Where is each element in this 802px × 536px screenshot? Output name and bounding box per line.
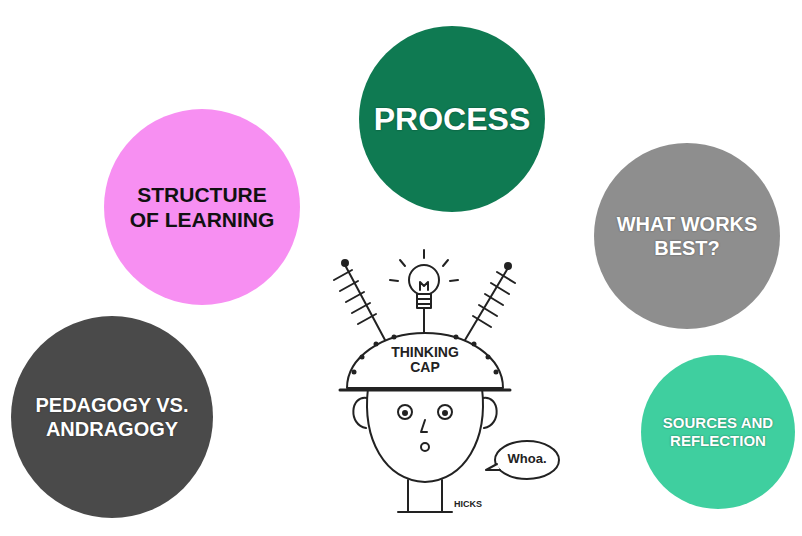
speech-bubble-text: Whoa. xyxy=(499,451,555,467)
circle-shape xyxy=(104,109,300,305)
circle-shape xyxy=(11,316,213,518)
topic-circle: SOURCES AND REFLECTION xyxy=(641,355,795,509)
topic-title: PEDAGOGY VS. ANDRAGOGY xyxy=(28,393,196,441)
artist-signature: HICKS xyxy=(446,500,490,510)
topic-title: STRUCTURE OF LEARNING xyxy=(121,182,283,232)
topic-circle: PEDAGOGY VS. ANDRAGOGY xyxy=(11,316,213,518)
topic-title: PROCESS xyxy=(366,100,538,138)
topic-circle: WHAT WORKS BEST? xyxy=(594,143,780,329)
circle-shape xyxy=(594,143,780,329)
topic-circle: STRUCTURE OF LEARNING xyxy=(104,109,300,305)
topic-title: WHAT WORKS BEST? xyxy=(611,212,763,260)
topic-circle: PROCESS xyxy=(359,26,545,212)
cap-lettering: THINKING CAP xyxy=(379,345,471,376)
topic-title: SOURCES AND REFLECTION xyxy=(657,414,779,450)
